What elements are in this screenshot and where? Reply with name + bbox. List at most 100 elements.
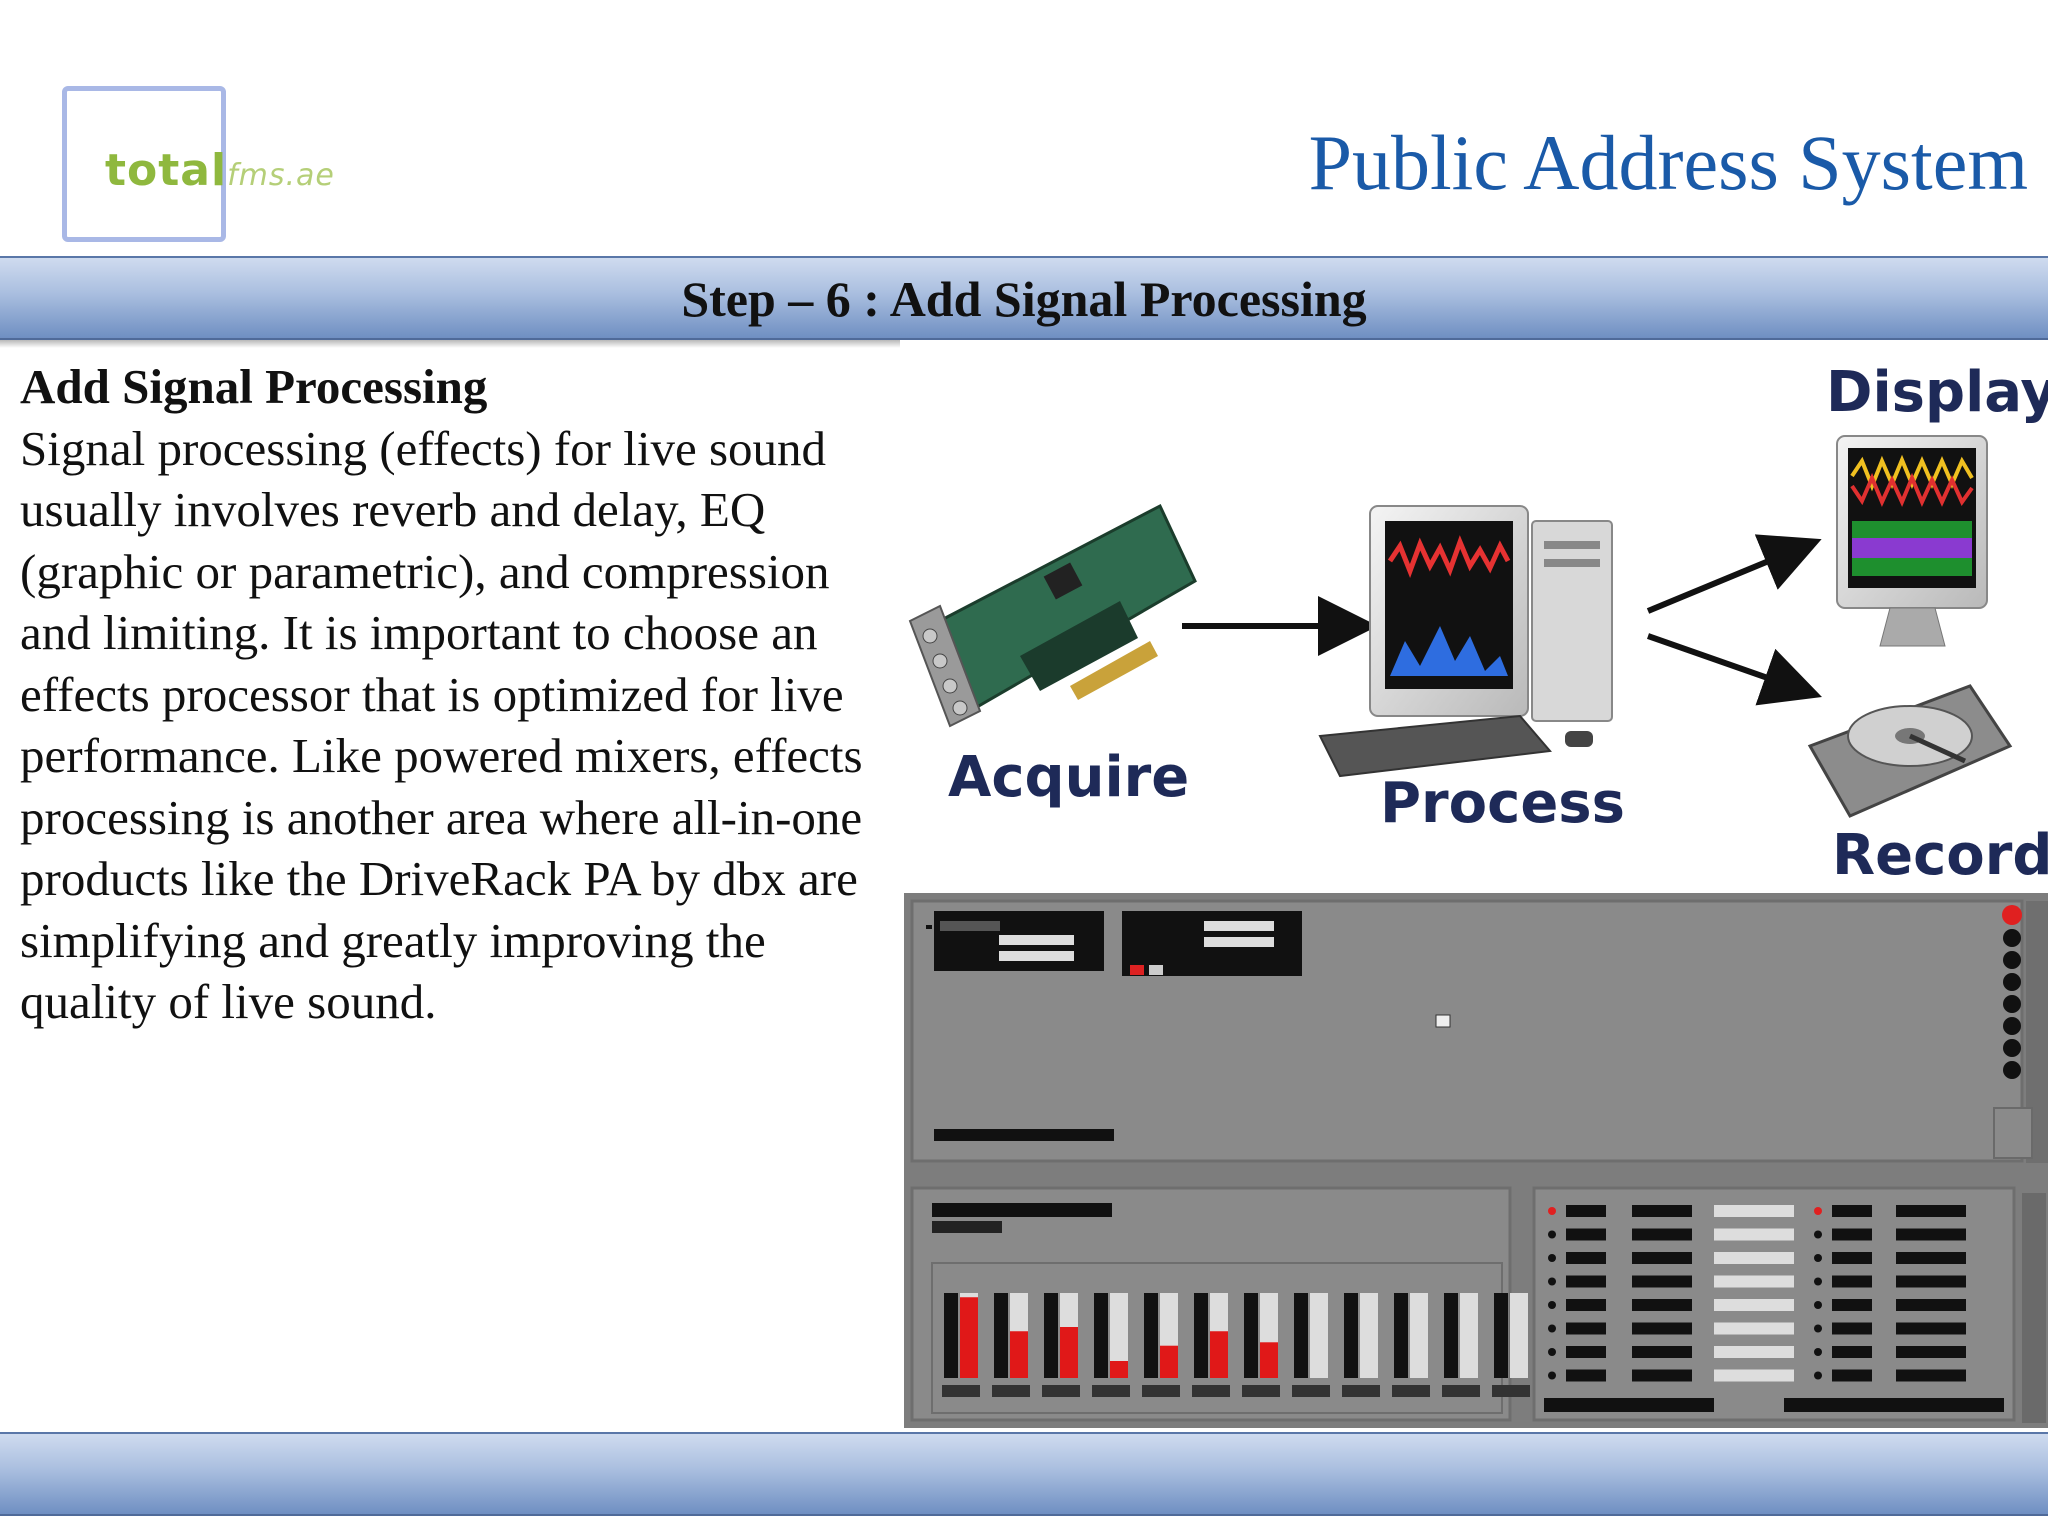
meter-fill-track: [1310, 1293, 1328, 1378]
meter-label-box: [1142, 1385, 1180, 1397]
signal-chain-diagram: Acquire Process Display Record: [908, 360, 2048, 888]
meter-track: [1044, 1293, 1058, 1378]
logo-text: totalfms.ae: [105, 145, 335, 196]
channel-led-b: [1814, 1230, 1822, 1239]
channel-field: [1566, 1346, 1606, 1358]
channel-output-field: [1714, 1228, 1794, 1241]
meter-label-box: [1392, 1385, 1430, 1397]
channel-field: [1566, 1275, 1606, 1288]
channel-led-b: [1814, 1371, 1822, 1380]
meter-label-box: [1342, 1385, 1380, 1397]
channel-name-field: [1632, 1299, 1692, 1311]
label-display: Display: [1826, 360, 2048, 425]
channel-led: [1548, 1277, 1556, 1286]
band-shadow: [0, 340, 900, 348]
meter-track: [994, 1293, 1008, 1378]
channel-field-b: [1832, 1369, 1872, 1382]
channel-output-field: [1714, 1205, 1794, 1217]
meter-level: [1110, 1361, 1128, 1378]
meter-label-box: [1442, 1385, 1480, 1397]
meter-label-box: [1292, 1385, 1330, 1397]
channel-list: [1548, 1205, 1966, 1382]
channel-output-field: [1714, 1275, 1794, 1288]
channel-field: [1566, 1369, 1606, 1382]
company-logo: totalfms.ae: [62, 86, 334, 242]
channel-output-field: [1714, 1299, 1794, 1311]
meter-label-box: [942, 1385, 980, 1397]
channel-output-field: [1714, 1252, 1794, 1264]
meter-label-box: [1492, 1385, 1530, 1397]
channel-field: [1566, 1299, 1606, 1311]
channel-field-c: [1896, 1275, 1966, 1288]
channel-output-field: [1714, 1346, 1794, 1358]
meter-fill-track: [1110, 1293, 1128, 1378]
meter-track: [1344, 1293, 1358, 1378]
header-band: [0, 256, 2048, 340]
meter-fill-track: [1510, 1293, 1528, 1378]
meter-label-box: [992, 1385, 1030, 1397]
content-body: Signal processing (effects) for live sou…: [20, 420, 863, 1030]
meter-track: [1394, 1293, 1408, 1378]
processing-software-screenshot: [904, 893, 2048, 1428]
arrow-process-record: [1647, 633, 1822, 706]
hard-drive-illustration: [1807, 684, 2013, 818]
channel-led-b: [1814, 1254, 1822, 1262]
channel-field: [1566, 1205, 1606, 1217]
meter-label-box: [1092, 1385, 1130, 1397]
logo-main: total: [105, 145, 228, 196]
channel-field-c: [1896, 1205, 1966, 1217]
meter-track: [1194, 1293, 1208, 1378]
channel-led: [1548, 1324, 1556, 1333]
channel-field-c: [1896, 1369, 1966, 1382]
meter-bank: [942, 1293, 1530, 1397]
meter-fill-track: [1460, 1293, 1478, 1378]
process-computer-illustration: [1318, 505, 1613, 778]
channel-led: [1548, 1254, 1556, 1262]
software-panel: [910, 899, 2048, 1423]
channel-field-b: [1832, 1275, 1872, 1288]
footer-band: [0, 1432, 2048, 1516]
meter-track: [1494, 1293, 1508, 1378]
channel-led: [1548, 1301, 1556, 1309]
meter-level: [1210, 1331, 1228, 1378]
label-process: Process: [1380, 771, 1625, 836]
meter-level: [960, 1297, 978, 1378]
meter-level: [1010, 1331, 1028, 1378]
channel-field-b: [1832, 1205, 1872, 1217]
meter-level: [1260, 1342, 1278, 1378]
display-monitor-illustration: [1836, 435, 1988, 647]
channel-field-b: [1832, 1299, 1872, 1311]
channel-led-b: [1814, 1324, 1822, 1333]
meter-track: [1144, 1293, 1158, 1378]
channel-field-c: [1896, 1322, 1966, 1335]
channel-field-b: [1832, 1228, 1872, 1241]
channel-led-b: [1814, 1207, 1822, 1215]
content-text: Add Signal Processing Signal processing …: [20, 356, 900, 1033]
meter-label-box: [1242, 1385, 1280, 1397]
meter-level: [1060, 1327, 1078, 1378]
channel-name-field: [1632, 1369, 1692, 1382]
channel-led: [1548, 1371, 1556, 1380]
channel-field: [1566, 1252, 1606, 1264]
channel-name-field: [1632, 1322, 1692, 1335]
arrow-process-display: [1646, 534, 1822, 614]
page-title: Public Address System: [1308, 119, 2028, 206]
channel-field-c: [1896, 1299, 1966, 1311]
channel-field-b: [1832, 1252, 1872, 1264]
meter-fill-track: [1410, 1293, 1428, 1378]
label-record: Record: [1832, 823, 2048, 888]
meter-label-box: [1042, 1385, 1080, 1397]
meter-track: [1444, 1293, 1458, 1378]
channel-name-field: [1632, 1346, 1692, 1358]
channel-led: [1548, 1207, 1556, 1215]
meter-track: [1294, 1293, 1308, 1378]
step-heading: Step – 6 : Add Signal Processing: [681, 271, 1367, 327]
label-acquire: Acquire: [948, 745, 1189, 810]
channel-field-c: [1896, 1252, 1966, 1264]
channel-name-field: [1632, 1252, 1692, 1264]
channel-led: [1548, 1230, 1556, 1239]
logo-sub: fms.ae: [227, 158, 335, 193]
content-heading: Add Signal Processing: [20, 359, 488, 414]
meter-level: [1160, 1345, 1178, 1378]
channel-field-b: [1832, 1322, 1872, 1335]
